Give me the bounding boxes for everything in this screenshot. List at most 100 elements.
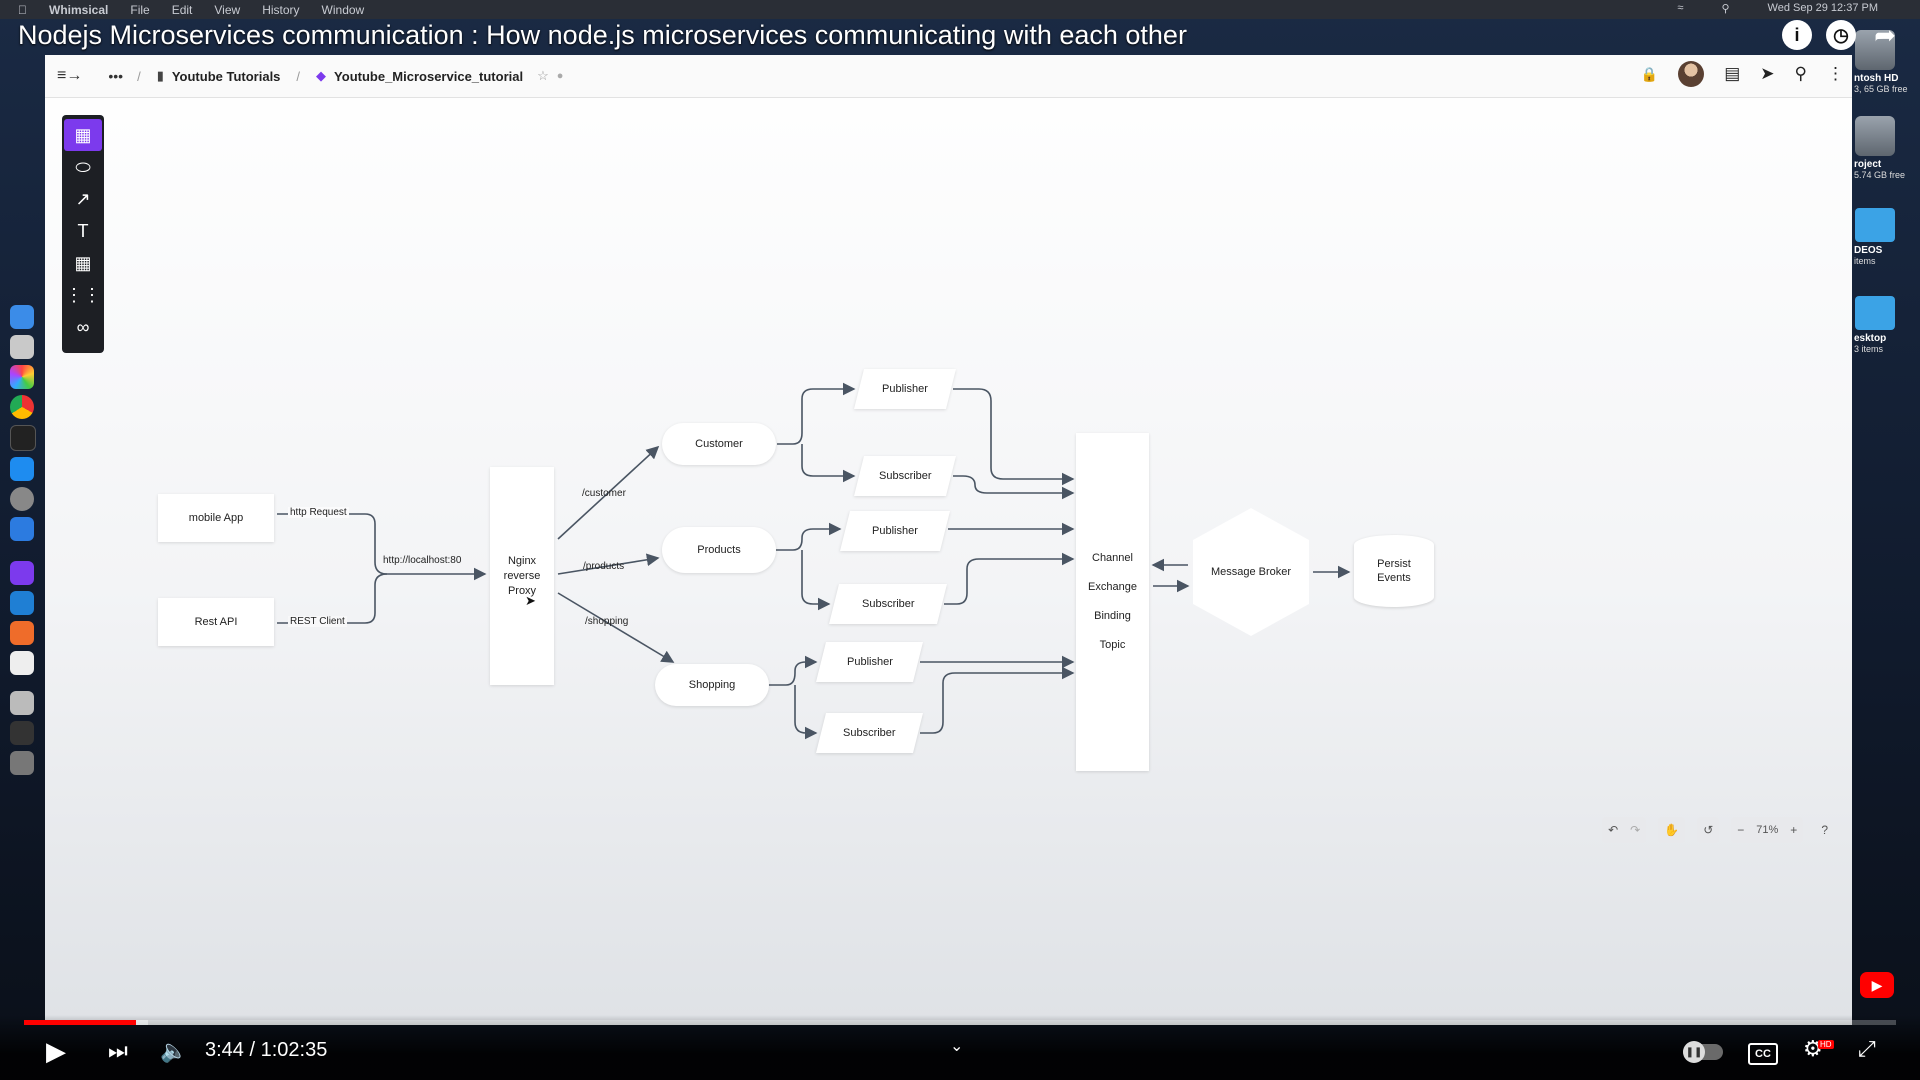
captions-button[interactable]: CC	[1748, 1043, 1778, 1065]
desktop-item[interactable]: esktop 3 items	[1850, 296, 1920, 354]
terminal-icon[interactable]	[10, 425, 36, 451]
shopping-service-node[interactable]: Shopping	[655, 664, 769, 706]
http-request-label[interactable]: http Request	[288, 507, 349, 518]
autoplay-toggle[interactable]: ❚❚	[1683, 1041, 1723, 1063]
help-control: ?	[1815, 817, 1834, 843]
youtube-subscribe-icon[interactable]: ▶	[1860, 972, 1894, 998]
share-icon[interactable]: ➤	[1760, 64, 1775, 83]
next-icon[interactable]: ⏭	[108, 1038, 128, 1063]
launchpad-icon[interactable]	[10, 335, 34, 359]
avatar[interactable]	[1678, 61, 1705, 87]
node-label: Exchange	[1088, 581, 1137, 593]
customer-service-node[interactable]: Customer	[662, 423, 776, 465]
menu-file[interactable]: File	[121, 2, 149, 17]
channel-node[interactable]: Channel Exchange Binding Topic	[1076, 433, 1149, 771]
preview-icon[interactable]	[10, 691, 34, 715]
whimsical-icon[interactable]	[10, 561, 34, 585]
comment-icon[interactable]: ▤	[1724, 64, 1741, 83]
menu-view[interactable]: View	[205, 2, 240, 17]
undo-icon[interactable]: ↶	[1608, 823, 1619, 837]
settings-icon[interactable]: ⚙	[1803, 1036, 1823, 1061]
more-dots-icon[interactable]: •••	[108, 68, 124, 84]
desktop-item-label: roject	[1854, 159, 1882, 170]
text-icon[interactable]: T	[77, 220, 89, 241]
route-products-label[interactable]: /products	[583, 561, 625, 572]
diagram-connectors	[277, 382, 1351, 740]
node-label: Subscriber	[878, 470, 932, 482]
spotlight-icon[interactable]: ⚲	[1721, 3, 1730, 15]
ellipse-icon[interactable]: ⬭	[75, 156, 91, 177]
desktop-item[interactable]: DEOS items	[1850, 208, 1920, 266]
redo-icon[interactable]: ↷	[1630, 823, 1641, 837]
lock-icon[interactable]: 🔒	[1640, 65, 1659, 82]
chrome-icon[interactable]	[10, 395, 34, 419]
shopping-publisher-node[interactable]: Publisher	[816, 642, 923, 682]
desktop-item[interactable]: roject 5.74 GB free	[1850, 116, 1920, 180]
history-icon[interactable]: ↺	[1703, 823, 1714, 837]
textedit-icon[interactable]	[10, 651, 34, 675]
link-icon[interactable]: ∞	[76, 316, 90, 337]
postman-icon[interactable]	[10, 621, 34, 645]
video-title[interactable]: Nodejs Microservices communication : How…	[18, 20, 1187, 50]
mobile-app-node[interactable]: mobile App	[158, 494, 274, 542]
pause-icon: ❚❚	[1683, 1041, 1705, 1063]
app-menu-name[interactable]: Whimsical	[40, 2, 108, 17]
zoom-in-icon[interactable]: +	[1790, 823, 1798, 837]
photos-icon[interactable]	[10, 365, 34, 389]
localhost-label[interactable]: http://localhost:80	[383, 555, 462, 566]
breadcrumb-board[interactable]: Youtube_Microservice_tutorial	[334, 68, 524, 84]
menu-edit[interactable]: Edit	[162, 2, 193, 17]
customer-subscriber-node[interactable]: Subscriber	[854, 456, 956, 496]
zoom-level[interactable]: 71%	[1756, 824, 1779, 836]
star-icon[interactable]: ☆	[537, 68, 549, 83]
hand-icon[interactable]: ✋	[1664, 823, 1680, 837]
watch-later-icon[interactable]: ◷	[1826, 20, 1856, 50]
info-icon[interactable]: ●	[556, 70, 564, 82]
left-toolbar: ▦ ⬭ ↗ T ▦ ⋮⋮ ∞	[62, 115, 104, 353]
message-broker-node[interactable]: Message Broker	[1193, 508, 1309, 636]
products-service-node[interactable]: Products	[662, 527, 776, 573]
nginx-node[interactable]: Nginx reverse Proxy	[490, 467, 554, 685]
flowchart-icon[interactable]: ▦	[64, 119, 102, 151]
xcode-icon[interactable]	[10, 517, 34, 541]
menubar-clock[interactable]: Wed Sep 29 12:37 PM	[1767, 2, 1878, 14]
kebab-menu-icon[interactable]: ⋮	[1827, 64, 1844, 83]
screenshot-icon[interactable]	[10, 721, 34, 745]
system-preferences-icon[interactable]	[10, 487, 34, 511]
shopping-subscriber-node[interactable]: Subscriber	[816, 713, 923, 753]
grid-icon[interactable]: ⋮⋮	[65, 284, 101, 305]
customer-publisher-node[interactable]: Publisher	[854, 369, 956, 409]
route-shopping-label[interactable]: /shopping	[585, 616, 629, 627]
vscode-icon[interactable]	[10, 591, 34, 615]
finder-icon[interactable]	[10, 305, 34, 329]
help-icon[interactable]: ?	[1821, 823, 1828, 837]
search-icon[interactable]: ⚲	[1794, 64, 1807, 83]
menu-history[interactable]: History	[253, 2, 299, 17]
breadcrumb-folder[interactable]: Youtube Tutorials	[171, 68, 281, 84]
play-icon[interactable]: ▶	[46, 1036, 66, 1066]
sidebar-toggle-icon[interactable]: ≡→	[57, 67, 83, 84]
route-customer-label[interactable]: /customer	[582, 488, 626, 499]
products-subscriber-node[interactable]: Subscriber	[829, 584, 947, 624]
trash-icon[interactable]	[10, 751, 34, 775]
rest-api-node[interactable]: Rest API	[158, 598, 274, 646]
appstore-icon[interactable]	[10, 457, 34, 481]
arrow-icon[interactable]: ↗	[75, 188, 91, 209]
info-icon[interactable]: i	[1782, 20, 1812, 50]
topbar-actions: 🔒 ▤ ➤ ⚲ ⋮	[1641, 61, 1844, 87]
zoom-out-icon[interactable]: −	[1737, 823, 1745, 837]
apple-icon[interactable]: 	[18, 3, 27, 17]
desktop-item[interactable]: ntosh HD 3, 65 GB free	[1850, 30, 1920, 94]
menu-window[interactable]: Window	[312, 2, 365, 17]
volume-icon[interactable]: 🔈	[160, 1038, 188, 1063]
video-progress-bar[interactable]	[24, 1020, 1896, 1025]
wifi-icon[interactable]: ≈	[1677, 2, 1684, 14]
node-label: Publisher	[846, 656, 893, 668]
exit-fullscreen-icon[interactable]: ⤢	[1858, 1036, 1876, 1061]
products-publisher-node[interactable]: Publisher	[840, 511, 950, 551]
share-arrow-icon[interactable]: ➦	[1874, 20, 1896, 50]
image-icon[interactable]: ▦	[74, 252, 92, 273]
chapters-chevron-icon[interactable]: ⌄	[950, 1038, 964, 1055]
rest-client-label[interactable]: REST Client	[288, 616, 347, 627]
